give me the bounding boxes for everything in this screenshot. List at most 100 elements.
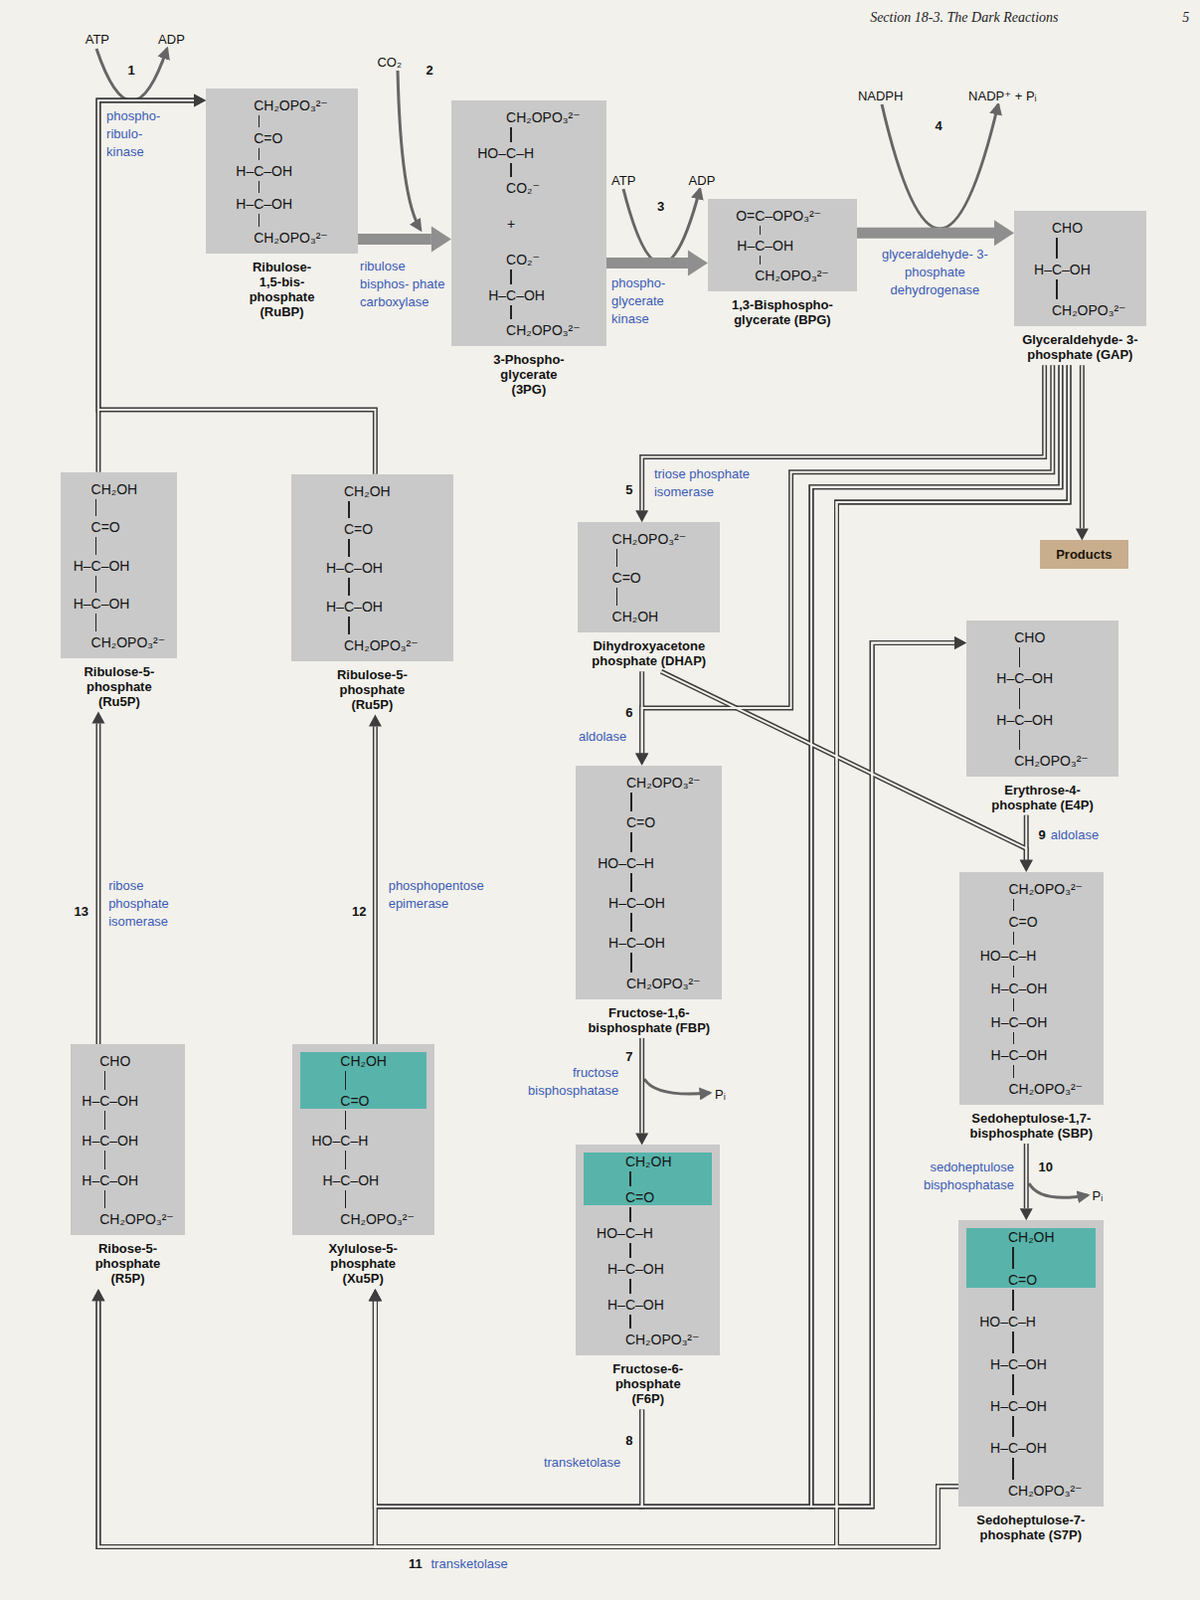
arrowhead [1020, 859, 1033, 872]
enzyme-name: ribose phosphate isomerase [108, 877, 170, 929]
enzyme-name: fructose bisphosphatase [527, 1064, 619, 1098]
bond-line [1013, 931, 1016, 945]
bond-gap [451, 195, 607, 215]
bond-line [629, 1278, 632, 1294]
cofactor-arrow [96, 48, 168, 101]
bond-gap [959, 996, 1104, 1014]
arrow-core [98, 100, 194, 473]
formula-line: C=O [626, 814, 656, 832]
formula-row: CH₂OPO₃²⁻ [1014, 301, 1147, 319]
formula-row: H–C–OH [707, 236, 858, 254]
formula-row: H–C–OH [205, 162, 358, 179]
arrowhead [635, 753, 649, 766]
formula-row: CH₂OPO₃²⁻ [575, 773, 722, 791]
bond-gap [1014, 235, 1147, 261]
enzyme-name: phospho- glycerate kinase [611, 275, 666, 327]
enzyme-name: transketolase [431, 1555, 509, 1571]
enzyme-anchor: glyceraldehyde- 3-phosphate dehydrogenas… [863, 244, 1007, 299]
step-number: 5 [625, 482, 633, 498]
formula-line: CH₂OPO₃²⁻ [1051, 302, 1127, 320]
formula-row: CH₂OPO₃²⁻ [966, 751, 1119, 769]
formula-row: H–C–OH [966, 669, 1119, 686]
bond-gap [577, 585, 720, 608]
label-anchor: ADP [688, 171, 716, 189]
bond-gap [205, 178, 358, 195]
bond-gap [451, 267, 607, 287]
molecule-name: Ribulose- 1,5-bis- phosphate (RuBP) [241, 259, 324, 323]
label-anchor: 11 [408, 1553, 423, 1572]
bond-line [510, 163, 513, 178]
label-anchor: Pᵢ [1092, 1186, 1104, 1204]
bond-gap [575, 870, 722, 894]
bond-gap [575, 950, 722, 974]
bond-line [630, 872, 633, 892]
formula-row: CH₂OPO₃²⁻ [70, 1209, 184, 1227]
label-anchor: Section 18-3. The Dark Reactions [869, 7, 1058, 26]
formula-row: C=O [575, 1188, 720, 1205]
bond-gap [60, 534, 177, 556]
product-label: Products [1055, 546, 1112, 562]
bond-line [510, 127, 513, 143]
formula-line: HO–C–H [980, 947, 1037, 965]
formula-line: + [507, 215, 515, 233]
formula-row: H–C–OH [205, 194, 358, 212]
formula-line: H–C–OH [322, 1172, 379, 1190]
formula-row: H–C–OH [575, 933, 722, 951]
formula-line: H–C–OH [235, 163, 293, 180]
formula-line: H–C–OH [73, 557, 131, 575]
molecule-box: CHOH–C–OHH–C–OHCH₂OPO₃²⁻Erythrose-4- pho… [966, 620, 1119, 816]
bond-line [1055, 237, 1058, 259]
arrowhead [1020, 1207, 1033, 1220]
step-number: 1 [128, 62, 136, 78]
enzyme-anchor: sedoheptulose bisphosphatase [881, 1157, 1015, 1194]
step-number: 4 [934, 118, 942, 134]
formula-row: O=C–OPO₃²⁻ [707, 206, 858, 224]
running-header: 5 [1182, 9, 1190, 25]
molecule-box: CH₂OHC=OH–C–OHH–C–OHCH₂OPO₃²⁻Ribulose-5-… [60, 472, 177, 712]
cofactor-arrow [644, 1078, 710, 1094]
bond-line [1012, 1331, 1015, 1353]
arrowhead [635, 1132, 649, 1145]
bond-gap [958, 1287, 1104, 1313]
molecule-name: Xylulose-5- phosphate (Xu5P) [320, 1240, 407, 1289]
product-box: Products [1039, 539, 1130, 568]
formula-row: H–C–OH [958, 1396, 1104, 1414]
bond-gap [958, 1371, 1104, 1397]
molecule-box: CH₂OPO₃²⁻C=OHO–C–HH–C–OHH–C–OHCH₂OPO₃²⁻F… [575, 765, 722, 1038]
bond-gap [292, 1108, 435, 1132]
arrowhead [193, 94, 206, 108]
formula-row: CH₂OH [958, 1227, 1104, 1245]
molecule-name: Sedoheptulose-7- phosphate (S7P) [967, 1512, 1095, 1545]
reaction-arrow [98, 1300, 959, 1546]
bond-line [1013, 1064, 1016, 1078]
cofactor-arrow [881, 104, 999, 229]
formula-line: CO₂⁻ [506, 179, 540, 197]
formula-line: CH₂OH [91, 481, 139, 499]
molecule-box: CH₂OPO₃²⁻C=OH–C–OHH–C–OHCH₂OPO₃²⁻Ribulos… [205, 88, 358, 323]
formula-line: CH₂OPO₃²⁻ [1008, 1080, 1083, 1098]
formula-line: H–C–OH [990, 1439, 1047, 1457]
bond-gap [70, 1108, 184, 1132]
label-anchor: ATP [611, 171, 636, 189]
formula-row: H–C–OH [575, 893, 722, 911]
formula-line: H–C–OH [73, 595, 131, 613]
enzyme-name: aldolase [578, 728, 627, 744]
arrowhead [1020, 859, 1033, 872]
formula-row: C=O [60, 517, 177, 535]
cofactor-label: ADP [688, 172, 716, 188]
formula-line: CH₂OPO₃²⁻ [1014, 752, 1089, 770]
label-anchor: Pᵢ [714, 1084, 726, 1103]
bond-line [629, 1242, 632, 1258]
molecule-box: CH₂OHC=OHO–C–HH–C–OHH–C–OHCH₂OPO₃²⁻Fruct… [575, 1144, 720, 1409]
formula-line: H–C–OH [991, 1014, 1048, 1031]
formula-line: C=O [91, 518, 121, 536]
molecule-box: CH₂OPO₃²⁻HO–C–HCO₂⁻+CO₂⁻H–C–OHCH₂OPO₃²⁻3… [451, 100, 607, 400]
formula-line: C=O [612, 569, 642, 587]
label-anchor: 2 [425, 60, 433, 79]
arrow-core [642, 364, 1045, 511]
formula-line: CH₂OH [612, 608, 660, 626]
formula-row: CH₂OPO₃²⁻ [205, 96, 358, 114]
arrowhead [368, 1288, 382, 1301]
reaction-arrow [98, 364, 1069, 1546]
bond-line [1013, 998, 1016, 1012]
